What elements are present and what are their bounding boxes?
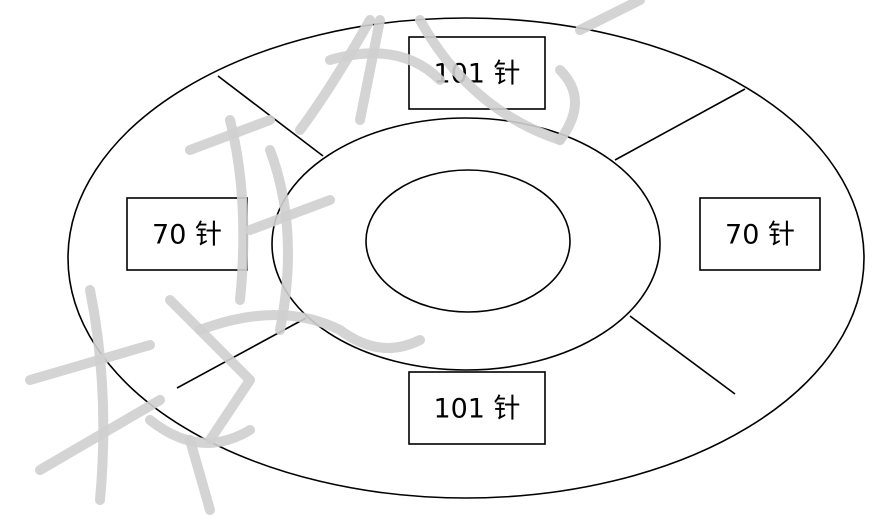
label-right: 70 针 bbox=[725, 220, 795, 251]
watermark bbox=[25, 0, 645, 515]
label-box-right: 70 针 bbox=[699, 197, 821, 271]
divider-top-right bbox=[614, 88, 746, 161]
inner-ellipse bbox=[365, 169, 571, 313]
label-box-bottom: 101 针 bbox=[408, 371, 546, 445]
divider-bottom-right bbox=[629, 315, 736, 395]
label-box-left: 70 针 bbox=[126, 197, 248, 271]
outer-ellipse bbox=[67, 17, 865, 499]
label-left: 70 针 bbox=[152, 220, 222, 251]
middle-ellipse bbox=[271, 117, 661, 371]
label-bottom: 101 针 bbox=[433, 394, 520, 425]
